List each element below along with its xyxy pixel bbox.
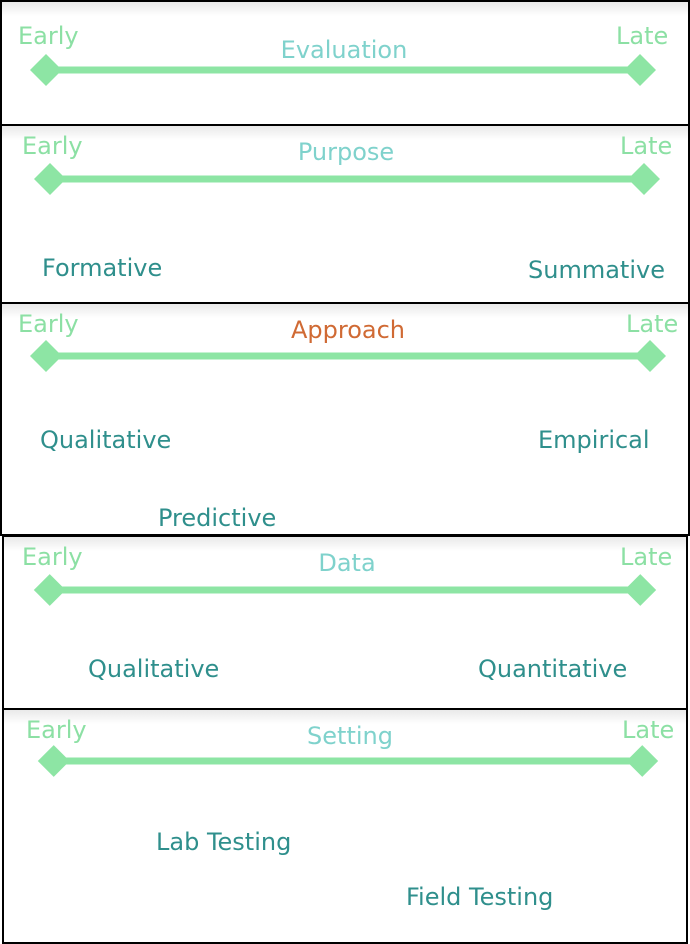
late-diamond-icon xyxy=(626,745,659,777)
early-label: Early xyxy=(18,310,79,338)
late-label: Late xyxy=(620,543,673,571)
method-label: Qualitative xyxy=(88,655,220,683)
panel-setting: Early Setting Late Lab Testing Field Tes… xyxy=(2,708,688,944)
panel-approach: Early Approach Late Qualitative Empirica… xyxy=(0,302,690,536)
method-label: Lab Testing xyxy=(156,828,292,856)
late-label: Late xyxy=(620,132,673,160)
method-label: Summative xyxy=(528,256,665,284)
early-label: Early xyxy=(22,543,83,571)
late-diamond-icon xyxy=(634,340,666,372)
late-label: Late xyxy=(616,22,669,50)
late-diamond-icon xyxy=(624,574,657,606)
panel-title: Data xyxy=(318,549,376,577)
panel-title: Purpose xyxy=(297,138,395,166)
early-label: Early xyxy=(22,132,83,160)
early-diamond-icon xyxy=(34,163,66,195)
late-diamond-icon xyxy=(624,54,656,86)
panel-purpose: Early Purpose Late Formative Summative xyxy=(0,124,690,304)
late-label: Late xyxy=(622,716,675,744)
timeline-axis xyxy=(34,163,660,195)
timeline-axis xyxy=(30,54,656,86)
method-label: Predictive xyxy=(158,504,277,532)
timeline-axis xyxy=(30,340,666,372)
early-label: Early xyxy=(26,716,87,744)
timeline-axis xyxy=(33,574,657,606)
panel-title: Approach xyxy=(290,316,406,344)
method-label: Field Testing xyxy=(406,883,554,911)
early-label: Early xyxy=(18,22,79,50)
panel-title: Setting xyxy=(307,722,393,750)
panel-evaluation: Early Evaluation Late xyxy=(0,0,690,126)
late-label: Late xyxy=(626,310,679,338)
early-diamond-icon xyxy=(33,574,66,606)
early-diamond-icon xyxy=(30,54,62,86)
timeline-axis xyxy=(37,745,659,777)
early-diamond-icon xyxy=(30,340,62,372)
late-diamond-icon xyxy=(628,163,660,195)
method-label: Qualitative xyxy=(40,426,172,454)
method-label: Quantitative xyxy=(478,655,628,683)
method-label: Empirical xyxy=(538,426,650,454)
method-label: Formative xyxy=(42,254,163,282)
panel-data: Early Data Late Qualitative Quantitative xyxy=(2,535,688,710)
early-diamond-icon xyxy=(37,745,70,777)
panel-title: Evaluation xyxy=(280,36,408,64)
